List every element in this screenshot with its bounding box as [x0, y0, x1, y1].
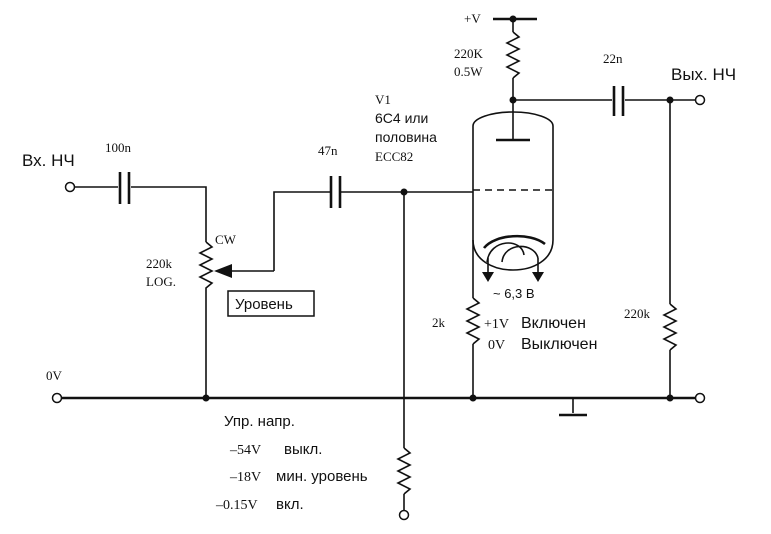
control-3-voltage: –0.15V — [215, 498, 258, 513]
input-terminal — [64, 181, 76, 193]
cathode-resistor-value: 2k — [432, 315, 446, 330]
tube-heater — [501, 245, 539, 263]
output-load-resistor — [662, 303, 678, 351]
state-off-voltage: 0V — [488, 338, 505, 353]
control-voltage-title: Упр. напр. — [224, 413, 295, 430]
level-label: Уровень — [235, 296, 293, 313]
potentiometer-value: 220k — [146, 256, 173, 271]
tube-type-line1: 6С4 или — [375, 110, 428, 126]
cathode-resistor — [465, 297, 481, 345]
tube-type-line3: ECC82 — [375, 149, 413, 164]
state-on-label: Включен — [521, 315, 586, 332]
ground-node — [666, 394, 674, 402]
control-1-voltage: –54V — [229, 443, 261, 458]
heater-arrow-icon — [532, 272, 544, 282]
heater-voltage: ~ 6,3 В — [493, 286, 535, 301]
plate-resistor-value: 220K — [454, 46, 484, 61]
control-3-label: вкл. — [276, 496, 304, 513]
tube-cathode — [482, 234, 546, 249]
input-label: Вх. НЧ — [22, 151, 75, 170]
potentiometer-direction: CW — [215, 232, 237, 247]
potentiometer-taper: LOG. — [146, 274, 176, 289]
ground-label: 0V — [46, 368, 63, 383]
output-terminal — [694, 94, 706, 106]
control-1-label: выкл. — [284, 441, 322, 458]
mid-capacitor-value: 47n — [318, 143, 338, 158]
output-ground-terminal — [694, 392, 706, 404]
wiper-arrow-icon — [214, 264, 232, 278]
state-on-voltage: +1V — [484, 317, 509, 332]
ground-terminal — [51, 392, 63, 404]
output-capacitor-value: 22n — [603, 51, 623, 66]
output-load-value: 220k — [624, 306, 651, 321]
level-potentiometer — [198, 241, 214, 296]
level-label-box — [227, 290, 315, 317]
control-2-label: мин. уровень — [276, 468, 368, 485]
tube-heater — [486, 242, 525, 263]
wiper-wire — [273, 191, 331, 271]
control-terminal — [398, 509, 410, 521]
control-2-voltage: –18V — [229, 470, 261, 485]
tube-reference: V1 — [375, 92, 391, 107]
state-off-label: Выключен — [521, 336, 597, 353]
plate-resistor — [505, 31, 521, 79]
input-capacitor-value: 100n — [105, 140, 132, 155]
ground-node — [469, 394, 477, 402]
supply-label: +V — [464, 11, 481, 26]
ground-node — [202, 394, 210, 402]
control-resistor — [396, 447, 412, 495]
output-label: Вых. НЧ — [671, 65, 736, 84]
tube-envelope — [472, 111, 554, 271]
tube-type-line2: половина — [375, 129, 437, 145]
plate-resistor-power: 0.5W — [454, 64, 483, 79]
heater-arrow-icon — [482, 272, 494, 282]
wire — [131, 186, 207, 242]
